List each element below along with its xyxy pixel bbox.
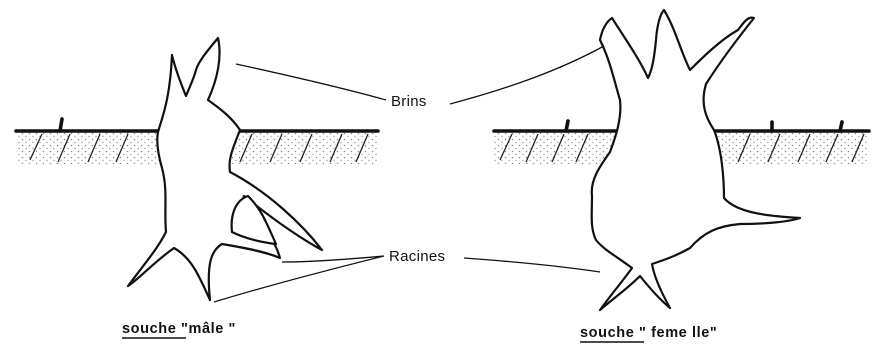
brins-label: Brins xyxy=(391,93,427,110)
ground-twig-right-3 xyxy=(840,122,842,131)
male-caption: souche "mâle " xyxy=(122,321,236,337)
ground-twig-right-1 xyxy=(566,121,568,131)
racines-label: Racines xyxy=(389,248,445,265)
ground-twig-left xyxy=(60,119,62,131)
female-caption: souche " feme lle" xyxy=(580,325,717,341)
